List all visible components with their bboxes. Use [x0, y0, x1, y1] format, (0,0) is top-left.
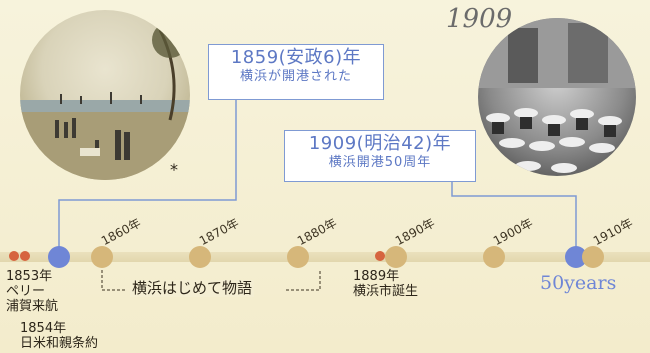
event-1853: 1853年 ペリー 浦賀来航 [6, 269, 59, 315]
dot-1853-a [9, 251, 19, 261]
event-1853-year: 1853年 [6, 269, 53, 284]
timeline-bar [0, 252, 650, 262]
event-1854-year: 1854年 [20, 321, 67, 336]
callout-1859-line1: 1859(安政6)年 [230, 47, 362, 68]
dot-1859 [48, 246, 70, 268]
dot-1910 [582, 246, 604, 268]
event-1853-line2: 浦賀来航 [6, 298, 59, 314]
event-1889-line1: 横浜市誕生 [353, 283, 419, 299]
dot-1880 [287, 246, 309, 268]
event-1889: 1889年 横浜市誕生 [353, 269, 419, 300]
callout-1909: 1909(明治42)年 横浜開港50周年 [284, 130, 476, 182]
dot-1890 [385, 246, 407, 268]
callout-1909-line1: 1909(明治42)年 [308, 133, 452, 154]
callout-1909-line2: 横浜開港50周年 [328, 154, 432, 170]
asterisk-mark: * [170, 160, 178, 179]
callout-1859: 1859(安政6)年 横浜が開港された [208, 44, 384, 100]
dot-1853-b [20, 251, 30, 261]
dot-1900 [483, 246, 505, 268]
dot-1889 [375, 251, 385, 261]
event-1853-line1: ペリー [6, 283, 46, 299]
callout-1859-line2: 横浜が開港された [239, 68, 352, 84]
event-1854-line1: 日米和親条約 [20, 335, 99, 351]
dot-1870 [189, 246, 211, 268]
bracket-label: 横浜はじめて物語 [130, 279, 255, 298]
dot-1909 [565, 246, 587, 268]
fifty-years-label: 50years [540, 272, 617, 294]
year-1909-label: 1909 [446, 4, 513, 34]
event-1889-year: 1889年 [353, 269, 400, 284]
event-1854: 1854年 日米和親条約 [20, 321, 99, 352]
dot-1860 [91, 246, 113, 268]
